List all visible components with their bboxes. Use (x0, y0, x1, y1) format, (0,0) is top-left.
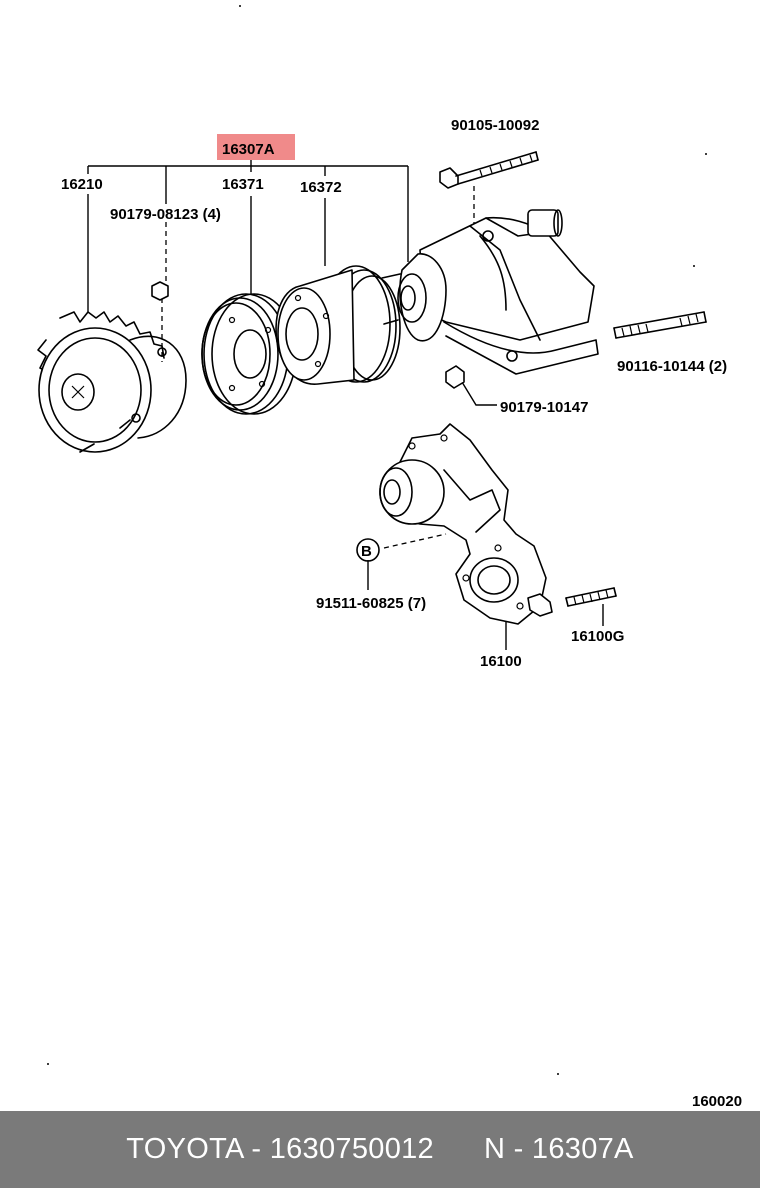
footer-bar: TOYOTA - 1630750012 N - 16307A (0, 1111, 760, 1188)
label-pump-body[interactable]: 16100 (480, 653, 522, 670)
highlighted-part-number[interactable]: 16307A (222, 141, 275, 158)
label-bolt-b[interactable]: 91511-60825 (7) (316, 595, 426, 612)
reference-b-letter: B (361, 543, 372, 560)
leader-lines (87, 186, 604, 650)
label-pulley-front[interactable]: 16371 (222, 176, 264, 193)
label-pulley-rear[interactable]: 16372 (300, 179, 342, 196)
label-fan-clutch[interactable]: 16210 (61, 176, 103, 193)
highlighted-part-label[interactable]: 16307A (217, 134, 295, 160)
label-stud-bottom[interactable]: 16100G (571, 628, 624, 645)
nut-right-drawing[interactable] (445, 365, 465, 389)
footer-ref-number: N - 16307A (484, 1133, 634, 1165)
fan-clutch-drawing[interactable] (37, 311, 187, 453)
pump-body-drawing[interactable] (379, 423, 553, 625)
label-stud-right[interactable]: 90116-10144 (2) (617, 358, 727, 375)
pump-bracket-drawing[interactable] (381, 209, 599, 375)
reference-b-marker: B (356, 538, 380, 562)
label-bolt-top[interactable]: 90105-10092 (451, 117, 539, 134)
pulley-rear-drawing[interactable] (275, 265, 401, 385)
scan-specks (47, 5, 707, 1075)
bolt-top-drawing[interactable] (439, 151, 539, 189)
label-nut-right[interactable]: 90179-10147 (500, 399, 588, 416)
label-nut-left[interactable]: 90179-08123 (4) (110, 206, 221, 223)
footer-part-number: TOYOTA - 1630750012 (126, 1133, 434, 1165)
stud-bottom-drawing[interactable] (565, 587, 617, 607)
parts-diagram: 16307A 16210 16371 16372 90105-10092 901… (37, 5, 742, 1110)
stud-right-drawing[interactable] (613, 311, 707, 339)
assembly-bracket (87, 160, 409, 262)
label-figure-code: 160020 (692, 1093, 742, 1110)
nut-left-drawing[interactable] (151, 281, 169, 301)
